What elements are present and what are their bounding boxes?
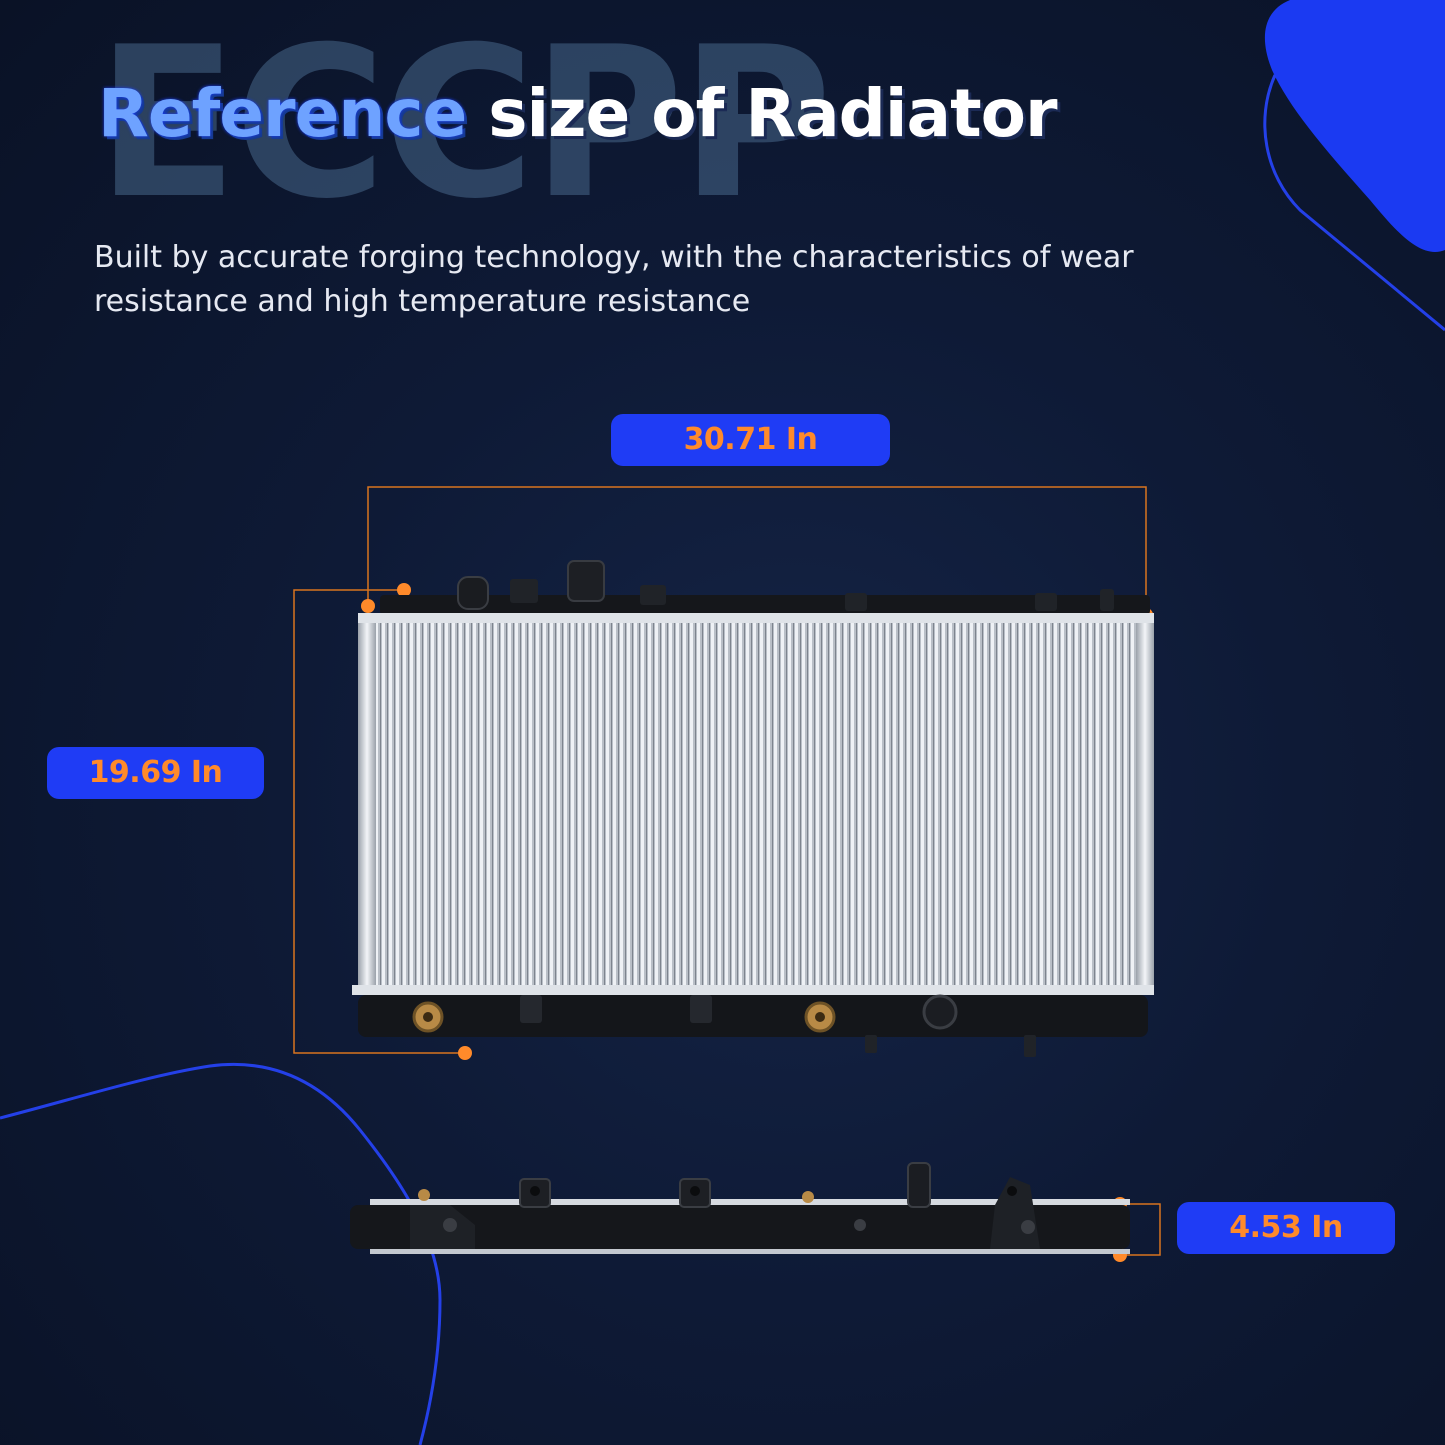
bottom-outline-curve	[0, 1062, 442, 1445]
depth-dimension-badge: 4.53 In	[1177, 1202, 1395, 1254]
page-title: Reference size of Radiator	[98, 75, 1058, 152]
corner-blob-shape	[1264, 0, 1445, 252]
title-rest: size of Radiator	[466, 75, 1057, 152]
width-dimension-badge: 30.71 In	[611, 414, 890, 466]
height-dimension-badge: 19.69 In	[47, 747, 264, 799]
radiator-side-image	[350, 1162, 1130, 1254]
radiator-front-image	[352, 560, 1154, 1057]
corner-outline-curve	[1263, 74, 1445, 332]
brand-watermark: ECCPP	[96, 3, 832, 245]
title-accent: Reference	[98, 75, 467, 152]
page-subtitle: Built by accurate forging technology, wi…	[94, 240, 1134, 319]
